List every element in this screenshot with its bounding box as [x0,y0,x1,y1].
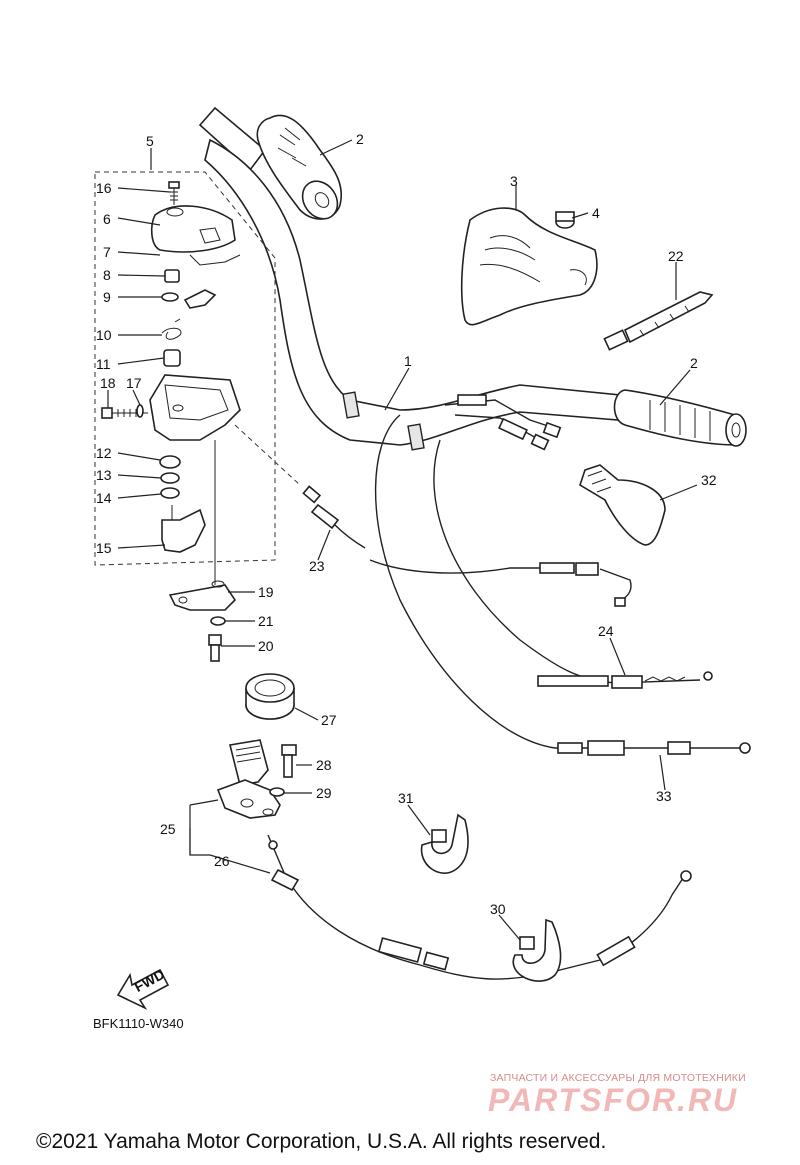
callout-31: 31 [398,790,414,806]
callout-20: 20 [258,638,274,654]
band-part-30 [512,918,562,982]
callout-7: 7 [103,244,111,260]
callout-32: 32 [701,472,717,488]
leader-lines [107,139,698,941]
callout-4: 4 [592,205,600,221]
callout-2-right-grip: 2 [690,355,698,371]
clamp-part-19 [168,580,237,611]
callout-16: 16 [96,180,112,196]
callout-17: 17 [126,375,142,391]
callout-8: 8 [103,267,111,283]
callout-2-left-grip: 2 [356,131,364,147]
cable-part-24 [433,439,713,689]
callout-24: 24 [598,623,614,639]
washer-part-21 [210,616,226,626]
boot-part-32 [579,464,666,546]
callout-21: 21 [258,613,274,629]
drawing-code: BFK1110-W340 [93,1016,184,1031]
callout-5: 5 [146,133,154,149]
callout-26: 26 [214,853,230,869]
washer-part-17 [136,404,144,418]
watermark-logo: PARTSFOR.RU [488,1082,739,1118]
callout-19: 19 [258,584,274,600]
callout-1: 1 [404,353,412,369]
throttle-cable-part-26 [267,834,692,980]
callout-18: 18 [100,375,116,391]
screw-part-16 [168,181,180,205]
callout-11: 11 [96,356,111,372]
cable-switch-lead [369,559,632,607]
cable-ends-upper [444,394,562,451]
watermark-tagline: ЗАПЧАСТИ И АКСЕССУАРЫ ДЛЯ МОТОТЕХНИКИ [490,1072,746,1084]
callout-30: 30 [490,901,506,917]
callout-13: 13 [96,467,112,483]
band-part-31 [420,813,469,874]
grip-right [613,389,747,447]
washer-lever-part-9 [161,289,217,309]
collar-part-11 [163,349,181,367]
callout-28: 28 [316,757,332,773]
switch-assembly-frame [94,171,276,566]
switch-housing [149,374,241,441]
grip-left [256,114,342,220]
spacer-parts-12-14 [159,455,181,499]
callout-10: 10 [96,327,112,343]
fwd-arrow-icon: FWD [116,966,170,1010]
callout-labels: 1 2 2 3 4 5 6 7 8 9 10 11 12 13 14 15 16… [96,131,717,917]
cap-part-27 [245,673,295,720]
callout-9: 9 [103,289,111,305]
handlebar [198,106,621,451]
cable-tie [603,291,714,351]
callout-15: 15 [96,540,112,556]
washer-part-29 [269,787,285,797]
callout-27: 27 [321,712,337,728]
throttle-housing-part-25 [216,739,281,819]
callout-22: 22 [668,248,684,264]
callout-12: 12 [96,445,112,461]
switch-cover-part-6-7 [150,205,241,266]
spring-part-10 [161,318,182,340]
cable-part-33 [374,414,751,756]
callout-14: 14 [96,490,112,506]
callout-25: 25 [160,821,176,837]
callout-6: 6 [103,211,111,227]
lever-part-15 [161,505,206,553]
callout-33: 33 [656,788,672,804]
bolt-part-20 [208,634,222,662]
callout-3: 3 [510,173,518,189]
nut-part-4 [555,211,575,229]
callout-23: 23 [309,558,325,574]
callout-29: 29 [316,785,332,801]
copyright-notice: ©2021 Yamaha Motor Corporation, U.S.A. A… [36,1130,607,1153]
screw-part-28 [281,744,297,778]
nut-part-8 [164,269,180,283]
cable-part-23 [234,424,366,549]
handlebar-cover [460,207,598,326]
